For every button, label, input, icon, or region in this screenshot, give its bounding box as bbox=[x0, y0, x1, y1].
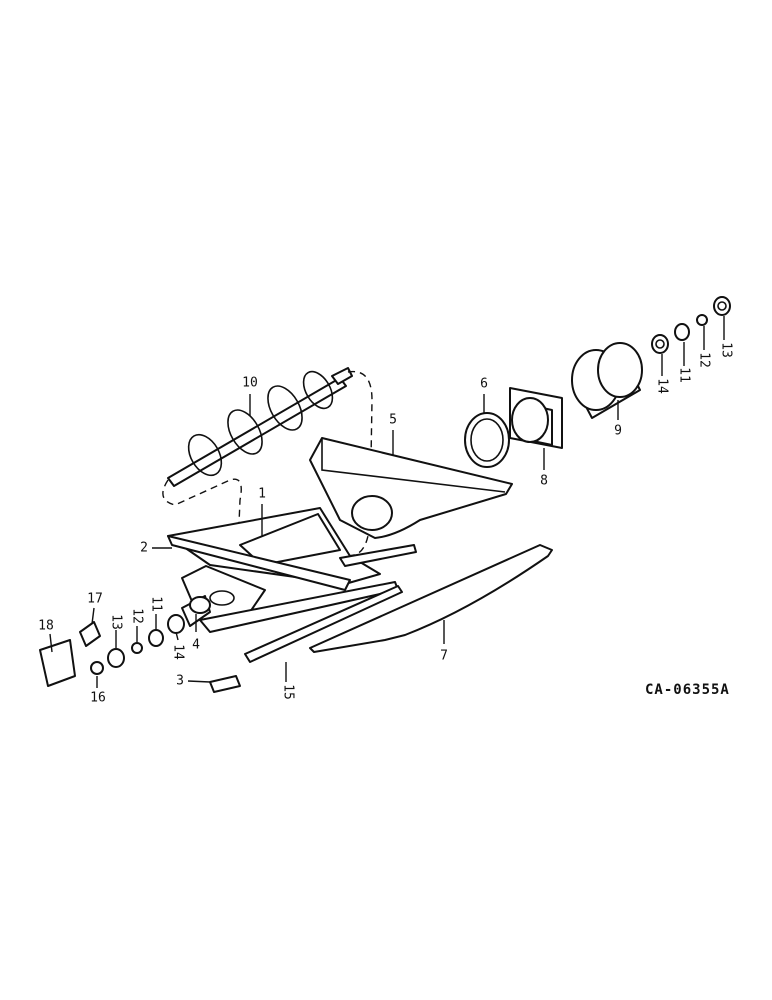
clip-part-17 bbox=[79, 621, 101, 647]
washer-part-12-right bbox=[696, 314, 708, 326]
callout-16: 16 bbox=[90, 691, 106, 706]
callout-6: 6 bbox=[480, 377, 488, 392]
callout-labels: 1 2 3 4 5 6 7 8 9 10 11 12 13 14 11 12 1… bbox=[38, 342, 733, 705]
panel-part-7 bbox=[309, 544, 553, 653]
flange-part-8 bbox=[509, 387, 563, 449]
callout-14-right: 14 bbox=[655, 378, 670, 394]
callout-3: 3 bbox=[176, 674, 184, 689]
bearing-part-11-right bbox=[674, 323, 690, 341]
right-hardware-group bbox=[651, 296, 731, 354]
auger-dashed-guide-right bbox=[344, 370, 373, 557]
callout-11-left: 11 bbox=[149, 596, 164, 612]
cap-part-13-left bbox=[107, 648, 125, 668]
callout-12-right: 12 bbox=[697, 352, 712, 368]
auger-part-10 bbox=[167, 367, 353, 487]
callout-14-left: 14 bbox=[171, 644, 186, 660]
strip-part-15 bbox=[244, 585, 403, 663]
callout-13-right: 13 bbox=[719, 342, 734, 358]
callout-2: 2 bbox=[140, 541, 148, 556]
side-panel-part-5 bbox=[309, 437, 513, 539]
cap-part-13-right bbox=[713, 296, 731, 316]
cover-part-18 bbox=[39, 639, 76, 687]
left-hardware-group bbox=[39, 614, 185, 687]
leader-lines bbox=[49, 316, 725, 688]
bracket-part-3 bbox=[209, 675, 241, 693]
callout-9: 9 bbox=[614, 424, 622, 439]
seal-part-14-right bbox=[651, 334, 669, 354]
nut-part-16 bbox=[90, 661, 104, 675]
callout-12-left: 12 bbox=[130, 608, 145, 624]
auger-dashed-guide bbox=[162, 478, 242, 549]
housing-part-1 bbox=[167, 507, 417, 633]
drum-part-9 bbox=[571, 342, 643, 419]
callout-5: 5 bbox=[389, 413, 397, 428]
callout-4: 4 bbox=[192, 638, 200, 653]
figure-reference-code: CA-06355A bbox=[645, 682, 730, 698]
callout-18: 18 bbox=[38, 619, 54, 634]
bearing-part-11-left bbox=[148, 629, 164, 647]
washer-part-12-left bbox=[131, 642, 143, 654]
ring-part-6 bbox=[464, 412, 510, 468]
callout-13-left: 13 bbox=[109, 614, 124, 630]
callout-17: 17 bbox=[87, 592, 103, 607]
callout-10: 10 bbox=[242, 376, 258, 391]
seal-part-14-left bbox=[167, 614, 185, 634]
spout-part-4 bbox=[181, 595, 211, 627]
callout-1: 1 bbox=[258, 487, 266, 502]
callout-8: 8 bbox=[540, 474, 548, 489]
callout-7: 7 bbox=[440, 649, 448, 664]
callout-11-right: 11 bbox=[677, 367, 692, 383]
callout-15: 15 bbox=[281, 684, 296, 700]
